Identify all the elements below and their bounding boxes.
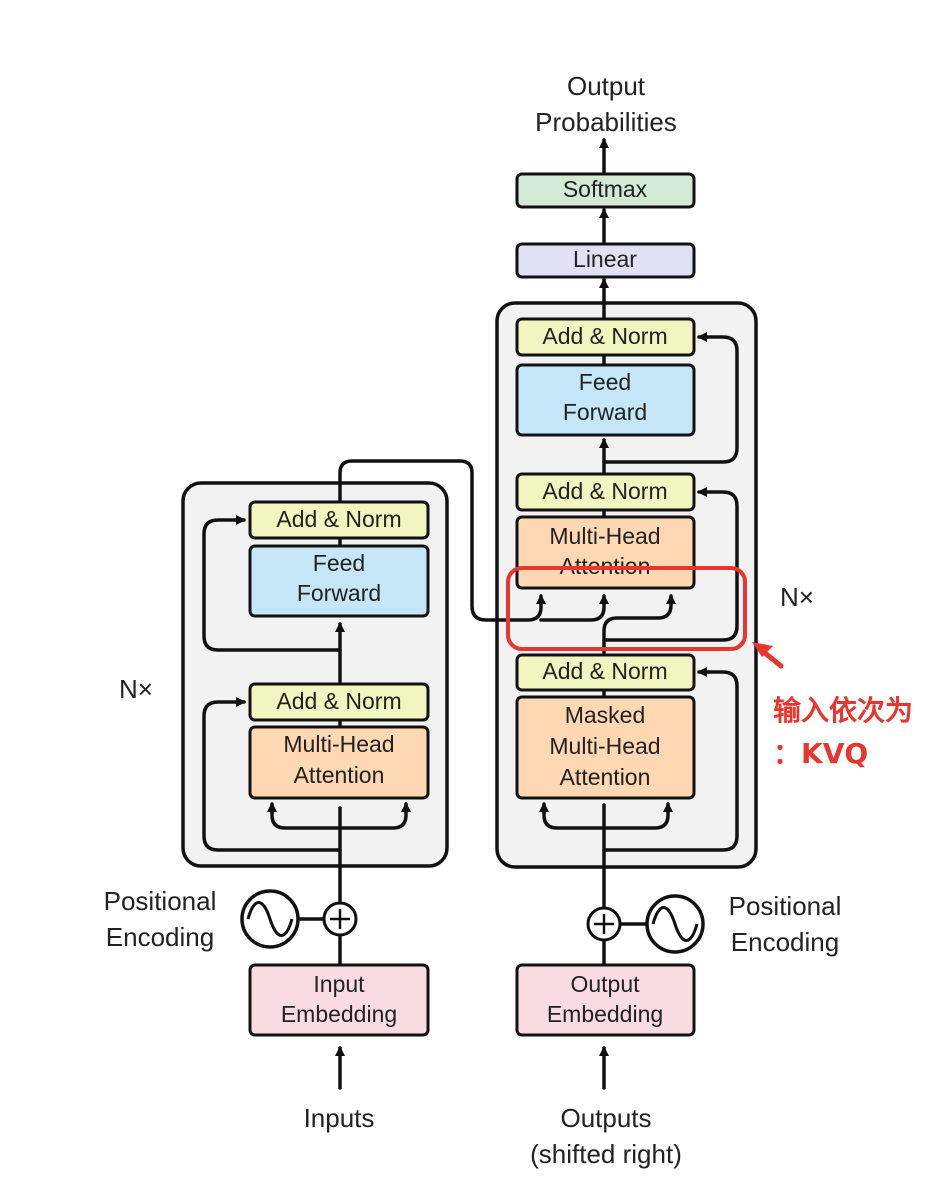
softmax-layer: Softmax [515, 172, 696, 209]
inputs-label: Inputs [304, 1103, 375, 1133]
decoder-add-operator-icon [586, 906, 622, 942]
encoder-positional-encoding-icon [240, 889, 300, 949]
svg-text:Forward: Forward [563, 399, 647, 425]
output-probabilities-label-2: Probabilities [535, 107, 677, 137]
linear-layer: Linear [515, 242, 696, 279]
decoder-add-norm-bottom: Add & Norm [515, 653, 696, 692]
output-embedding: Output Embedding [515, 963, 696, 1037]
decoder-cross-attention: Multi-Head Attention [515, 515, 696, 590]
encoder-repeat-label: N× [119, 674, 153, 704]
annotation-arrow-icon [752, 642, 784, 669]
annotation-line-2: ：KVQ [773, 737, 868, 770]
svg-text:Add & Norm: Add & Norm [542, 658, 667, 684]
encoder-add-norm-top: Add & Norm [248, 500, 430, 540]
annotation-line-1: 输入依次为 [773, 694, 913, 727]
encoder-positional-encoding-label-2: Encoding [106, 922, 214, 952]
svg-text:Output: Output [570, 971, 640, 997]
svg-text:Embedding: Embedding [281, 1001, 397, 1027]
decoder-positional-encoding-label-2: Encoding [731, 927, 839, 957]
decoder-repeat-label: N× [780, 582, 814, 612]
output-probabilities-label: Output [567, 71, 646, 101]
kvq-highlight-box [506, 566, 747, 651]
decoder-feed-forward: Feed Forward [515, 363, 696, 437]
svg-text:Add & Norm: Add & Norm [542, 478, 667, 504]
svg-text:Forward: Forward [297, 580, 381, 606]
svg-text:Multi-Head: Multi-Head [283, 731, 394, 757]
encoder-positional-encoding-label: Positional [104, 886, 217, 916]
svg-text:Add & Norm: Add & Norm [276, 506, 401, 532]
svg-text:Linear: Linear [573, 246, 637, 272]
decoder-positional-encoding-label: Positional [729, 891, 842, 921]
svg-text:Add & Norm: Add & Norm [276, 688, 401, 714]
svg-text:Multi-Head: Multi-Head [549, 733, 660, 759]
encoder-multi-head-attention: Multi-Head Attention [248, 725, 430, 800]
svg-text:Input: Input [313, 971, 365, 997]
svg-text:Multi-Head: Multi-Head [549, 523, 660, 549]
input-embedding: Input Embedding [248, 963, 430, 1037]
svg-text:Feed: Feed [313, 550, 365, 576]
svg-text:Attention: Attention [560, 764, 651, 790]
decoder-positional-encoding-icon [645, 894, 705, 954]
outputs-shifted-label: (shifted right) [530, 1139, 682, 1169]
svg-text:Add & Norm: Add & Norm [542, 323, 667, 349]
decoder-connections [539, 138, 739, 1090]
encoder-feed-forward: Feed Forward [248, 544, 430, 618]
svg-text:Softmax: Softmax [563, 176, 648, 202]
decoder-masked-attention: Masked Multi-Head Attention [515, 695, 696, 800]
svg-text:Masked: Masked [565, 702, 646, 728]
outputs-label: Outputs [560, 1103, 651, 1133]
encoder-add-norm-bottom: Add & Norm [248, 682, 430, 722]
decoder-add-norm-middle: Add & Norm [515, 472, 696, 512]
svg-text:Embedding: Embedding [547, 1001, 663, 1027]
svg-text:Attention: Attention [294, 762, 385, 788]
svg-text:Feed: Feed [579, 369, 631, 395]
encoder-add-operator-icon [322, 901, 358, 937]
decoder-add-norm-top: Add & Norm [515, 317, 696, 357]
